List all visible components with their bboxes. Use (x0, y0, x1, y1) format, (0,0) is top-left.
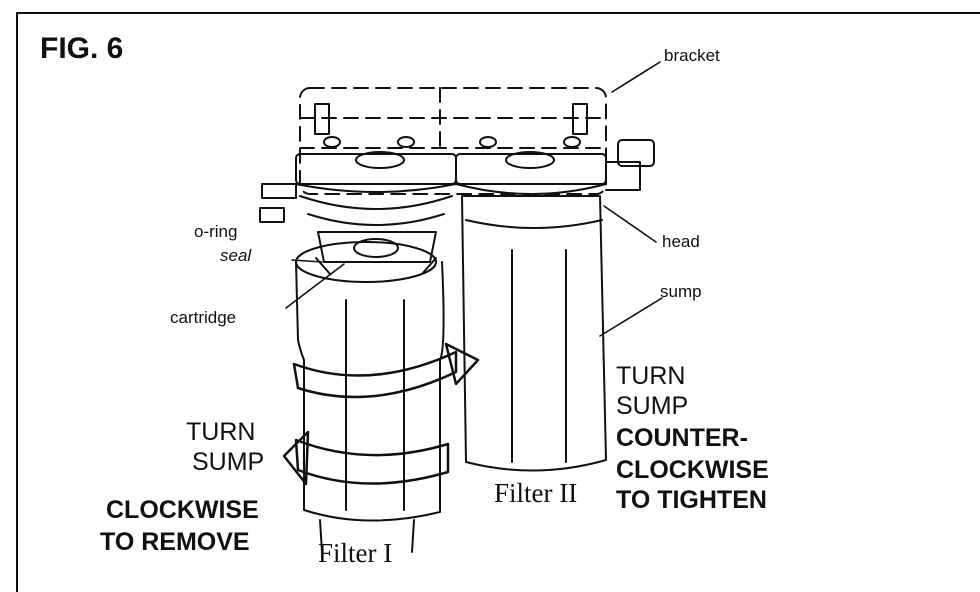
figure-page: FIG. 6 bracket head sump o-ring seal car… (16, 12, 980, 592)
filter-illustration (259, 61, 663, 553)
leader-lines (285, 61, 663, 337)
cartridge-drawing (315, 231, 437, 275)
remove-direction: CLOCKWISE (106, 496, 259, 524)
tighten-action: TO TIGHTEN (616, 486, 767, 514)
head-left (259, 151, 457, 226)
filter-1-label: Filter I (318, 538, 393, 568)
bracket-drawing (299, 87, 607, 195)
remove-turn: TURN (186, 418, 256, 446)
tighten-turn: TURN (616, 362, 686, 390)
rotation-arrow-lower (282, 430, 450, 486)
remove-sump: SUMP (192, 448, 265, 476)
sump-label: sump (660, 282, 702, 301)
head-label: head (662, 232, 700, 251)
figure-frame (16, 12, 980, 592)
filter-2-label: Filter II (494, 478, 578, 508)
bracket-label: bracket (664, 46, 720, 65)
tighten-sump: SUMP (616, 392, 689, 420)
bolts (314, 103, 588, 148)
rotation-arrow-upper (292, 342, 480, 399)
sump-left (295, 241, 445, 553)
tighten-direction-1: COUNTER- (616, 424, 748, 452)
cartridge-label: cartridge (170, 308, 237, 327)
seal-label: seal (220, 246, 252, 265)
oring-label: o-ring (194, 222, 238, 241)
head-right (455, 139, 655, 195)
remove-action: TO REMOVE (100, 528, 250, 556)
figure-title: FIG. 6 (40, 32, 124, 65)
tighten-direction-2: CLOCKWISE (616, 456, 769, 484)
sump-right (461, 195, 607, 472)
